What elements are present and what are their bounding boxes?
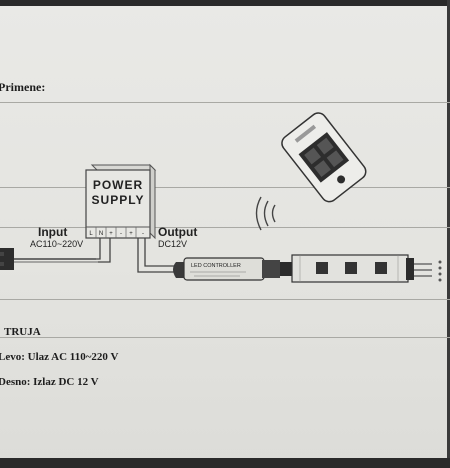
terminal-label: N (99, 231, 103, 237)
section-title: Primene: (0, 80, 46, 94)
led-strip (280, 254, 442, 283)
led-chip-icon (316, 262, 328, 274)
terminal-label: + (129, 231, 133, 237)
ruled-line (0, 187, 450, 188)
input-voltage-label: AC110~220V (30, 239, 83, 249)
terminal-label: L (89, 231, 93, 237)
power-supply-box: POWER SUPPLY L N + - + - (85, 163, 157, 240)
ruled-line (0, 299, 450, 300)
controller-label: LED CONTROLLER (191, 263, 241, 269)
remote-control-icon (281, 112, 367, 203)
output-wire (137, 238, 178, 273)
notes-heading: TRUJA (4, 326, 41, 338)
led-chip-icon (345, 262, 357, 274)
note-right: Desno: Izlaz DC 12 V (0, 376, 99, 388)
led-chip-icon (375, 262, 387, 274)
output-wire (144, 238, 178, 267)
photo-edge-right (447, 0, 450, 468)
note-left: Levo: Ulaz AC 110~220 V (0, 351, 119, 363)
input-wire (98, 238, 111, 263)
ruled-line (0, 102, 450, 103)
output-label: Output (158, 225, 197, 239)
power-plug-icon (0, 248, 14, 270)
power-supply-label: SUPPLY (92, 193, 145, 207)
input-wire (96, 238, 101, 260)
output-voltage-label: DC12V (158, 239, 187, 249)
terminal-label: - (142, 231, 144, 237)
power-supply-label: POWER (93, 178, 143, 192)
signal-waves-icon (255, 196, 276, 231)
ruled-line (0, 337, 450, 338)
terminal-label: + (109, 231, 113, 237)
photo-edge-top (0, 0, 450, 6)
terminal-label: - (120, 231, 122, 237)
led-controller: LED CONTROLLER (173, 257, 280, 281)
ruled-line (0, 227, 450, 228)
input-label: Input (38, 225, 67, 239)
photo-edge-bottom (0, 458, 450, 468)
